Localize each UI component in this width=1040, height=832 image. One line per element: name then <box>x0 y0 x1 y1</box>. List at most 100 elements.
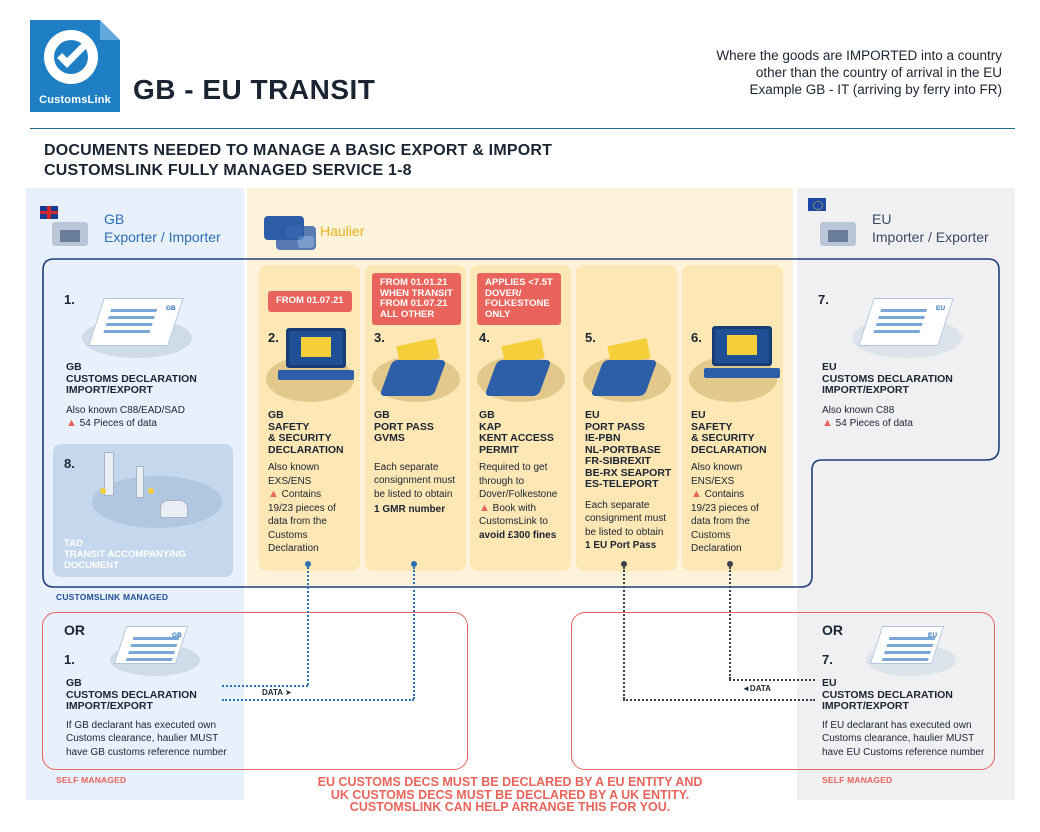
step-3-badge: FROM 01.01.21 WHEN TRANSIT FROM 01.07.21… <box>372 273 461 325</box>
step-1-text: GB CUSTOMS DECLARATION IMPORT/EXPORT Als… <box>66 361 197 431</box>
step-1-body: Also known C88/EAD/SAD <box>66 404 185 416</box>
note-line-2: other than the country of arrival in the… <box>755 65 1002 80</box>
step-4-body: Dover/Folkestone <box>479 489 558 500</box>
eu-column <box>797 188 1015 800</box>
connector-line <box>623 567 625 699</box>
eu-header-line1: EU <box>872 211 892 227</box>
managed-service-outline <box>42 258 1000 588</box>
eu-self-title: EU <box>822 677 837 689</box>
laptop-icon <box>712 326 772 366</box>
step-2-badge: FROM 01.07.21 <box>268 291 352 312</box>
step-6-body: Customs <box>691 529 731 541</box>
step-7-number: 7. <box>818 292 829 307</box>
step-3-text: GB PORT PASS GVMS Each separate consignm… <box>374 409 464 517</box>
warning-icon: ▲ <box>822 417 833 429</box>
step-4-body: through to <box>479 475 525 487</box>
gb-self-body: Customs clearance, haulier MUST <box>66 733 219 744</box>
step-1-title: GB <box>66 361 82 373</box>
landmark-tower-icon <box>104 452 114 496</box>
document-tag: EU <box>936 305 946 312</box>
step-2-text: GB SAFETY & SECURITY DECLARATION Also kn… <box>268 409 356 556</box>
eu-self-title: IMPORT/EXPORT <box>822 700 909 712</box>
managed-label: CUSTOMSLINK MANAGED <box>56 592 169 602</box>
step-6-body: 19/23 pieces of <box>691 502 759 514</box>
gb-header-line1: GB <box>104 211 125 227</box>
step-6-text: EU SAFETY & SECURITY DECLARATION Also kn… <box>691 409 781 556</box>
laptop-base <box>704 368 780 378</box>
connector-line <box>729 567 731 679</box>
warning-icon: ▲ <box>66 417 77 429</box>
connector-dot <box>305 561 311 567</box>
footer-line: UK CUSTOMS DECS MUST BE DECLARED BY A UK… <box>330 787 690 802</box>
gb-self-number: 1. <box>64 652 75 667</box>
step-6-title: SAFETY <box>691 420 733 433</box>
step-7-title: CUSTOMS DECLARATION <box>822 372 953 385</box>
step-4-title: KENT ACCESS <box>479 432 554 444</box>
card-step-2 <box>259 265 360 571</box>
gb-or-label: OR <box>64 622 85 638</box>
connector-dot <box>727 561 733 567</box>
document-tag: EU <box>928 632 938 639</box>
step-8-title: TRANSIT ACCOMPANYING <box>64 549 186 560</box>
subtitle-line-2: CUSTOMSLINK FULLY MANAGED SERVICE 1-8 <box>44 162 412 179</box>
step-5-title: PORT PASS <box>585 420 645 433</box>
gb-self-text: GB CUSTOMS DECLARATION IMPORT/EXPORT If … <box>66 677 227 759</box>
landmark-colosseum-icon <box>160 500 188 518</box>
step-5-body: be listed to obtain <box>585 526 664 538</box>
warning-icon: ▲ <box>691 488 702 500</box>
footer-line: EU CUSTOMS DECS MUST BE DECLARED BY A EU… <box>317 775 703 789</box>
step-5-body: consignment must <box>585 513 667 524</box>
eu-header-line2: Importer / Exporter <box>872 229 989 245</box>
badge-line: FROM 01.07.21 <box>276 295 344 306</box>
badge-line: FOLKESTONE <box>485 298 550 309</box>
step-5-body: Each separate <box>585 499 650 511</box>
step-3-body: be listed to obtain <box>374 488 453 500</box>
step-2-body: Declaration <box>268 543 319 554</box>
step-5-title: NL-PORTBASE <box>585 443 661 456</box>
landmark-tower-icon <box>136 466 144 498</box>
gb-header-line2: Exporter / Importer <box>104 229 221 245</box>
card-step-6 <box>682 265 783 571</box>
step-5-title: BE-RX SEAPORT <box>585 466 672 479</box>
gb-data-label: DATA ➤ <box>262 688 292 697</box>
gb-column-header: GB Exporter / Importer <box>104 210 221 246</box>
step-3-number: 3. <box>374 330 385 345</box>
brand-name: CustomsLink <box>39 94 111 106</box>
document-tag: GB <box>172 632 182 639</box>
eu-column-header: EU Importer / Exporter <box>872 210 989 246</box>
eu-self-body: If EU declarant has executed own <box>822 719 972 731</box>
step-2-number: 2. <box>268 330 279 345</box>
step-4-title: KAP <box>479 420 502 433</box>
step-6-warning: Contains <box>704 489 745 500</box>
step-1-number: 1. <box>64 292 75 307</box>
eu-self-managed-label: SELF MANAGED <box>822 775 893 785</box>
step-6-title: & SECURITY <box>691 432 755 444</box>
step-4-bold: avoid £300 fines <box>479 529 557 541</box>
step-2-body: data from the <box>268 516 327 527</box>
step-8-text: TAD TRANSIT ACCOMPANYING DOCUMENT <box>64 538 186 571</box>
connector-line <box>222 699 414 701</box>
step-6-body: data from the <box>691 516 750 527</box>
step-8-title: TAD <box>64 538 83 549</box>
step-4-warning: Book with <box>492 502 537 514</box>
step-3-body: consignment must <box>374 475 456 486</box>
step-5-bold: 1 EU Port Pass <box>585 540 657 551</box>
step-6-title: DECLARATION <box>691 443 767 456</box>
badge-line: FROM 01.07.21 <box>380 298 448 309</box>
eu-self-managed-box <box>571 612 995 770</box>
gb-self-managed-label: SELF MANAGED <box>56 775 127 785</box>
badge-line: FROM 01.01.21 <box>380 277 448 288</box>
truck-icon <box>276 226 316 250</box>
step-2-body: EXS/ENS <box>268 475 312 487</box>
step-3-title: PORT PASS <box>374 420 434 433</box>
step-5-number: 5. <box>585 330 596 345</box>
gb-self-body: If GB declarant has executed own <box>66 719 217 731</box>
haulier-header: Haulier <box>320 223 365 239</box>
eu-or-label: OR <box>822 622 843 638</box>
eu-self-title: CUSTOMS DECLARATION <box>822 688 953 701</box>
gb-self-managed-box <box>42 612 468 770</box>
step-2-title: & SECURITY <box>268 432 332 444</box>
badge-line: ALL OTHER <box>380 308 435 320</box>
step-3-bold: 1 GMR number <box>374 504 446 515</box>
page-title: GB - EU TRANSIT <box>133 74 376 105</box>
